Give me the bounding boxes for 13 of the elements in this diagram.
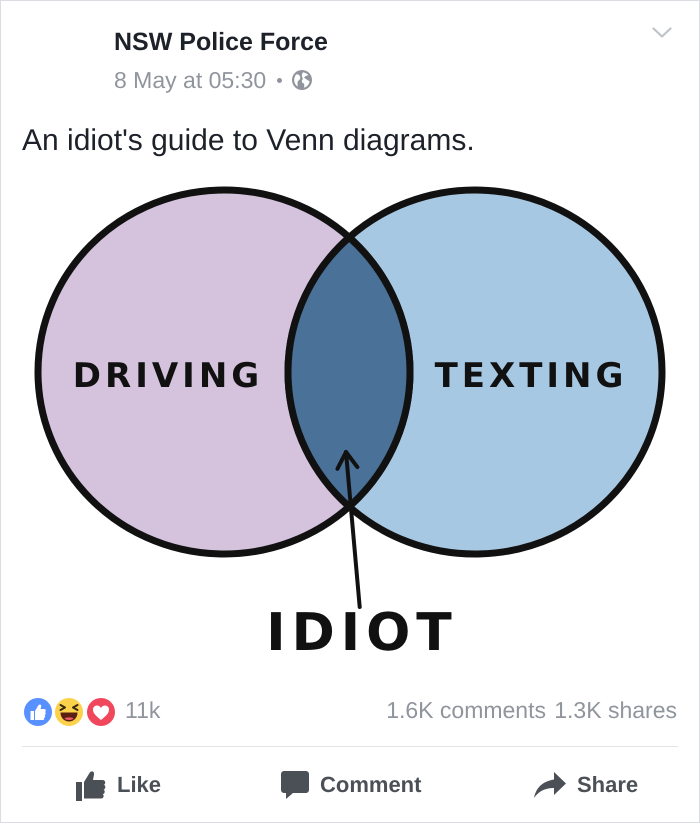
comment-count: 1.6K comments xyxy=(386,699,546,722)
leader-arrow xyxy=(335,450,362,609)
comment-button: Comment xyxy=(279,762,424,808)
page-name: NSW Police Force xyxy=(114,30,328,55)
share-button: Share xyxy=(532,762,640,808)
pointer-label: IDIOT xyxy=(266,607,458,659)
post-text: An idiot's guide to Venn diagrams. xyxy=(22,126,475,156)
reaction-count: 11k xyxy=(125,699,160,722)
set-label: DRIVING xyxy=(72,356,264,396)
like-button: Like xyxy=(74,762,164,808)
share-count: 1.3K shares xyxy=(554,699,677,722)
post-timestamp: 8 May at 05:30 xyxy=(114,69,266,92)
set-label: TEXTING xyxy=(434,356,628,396)
